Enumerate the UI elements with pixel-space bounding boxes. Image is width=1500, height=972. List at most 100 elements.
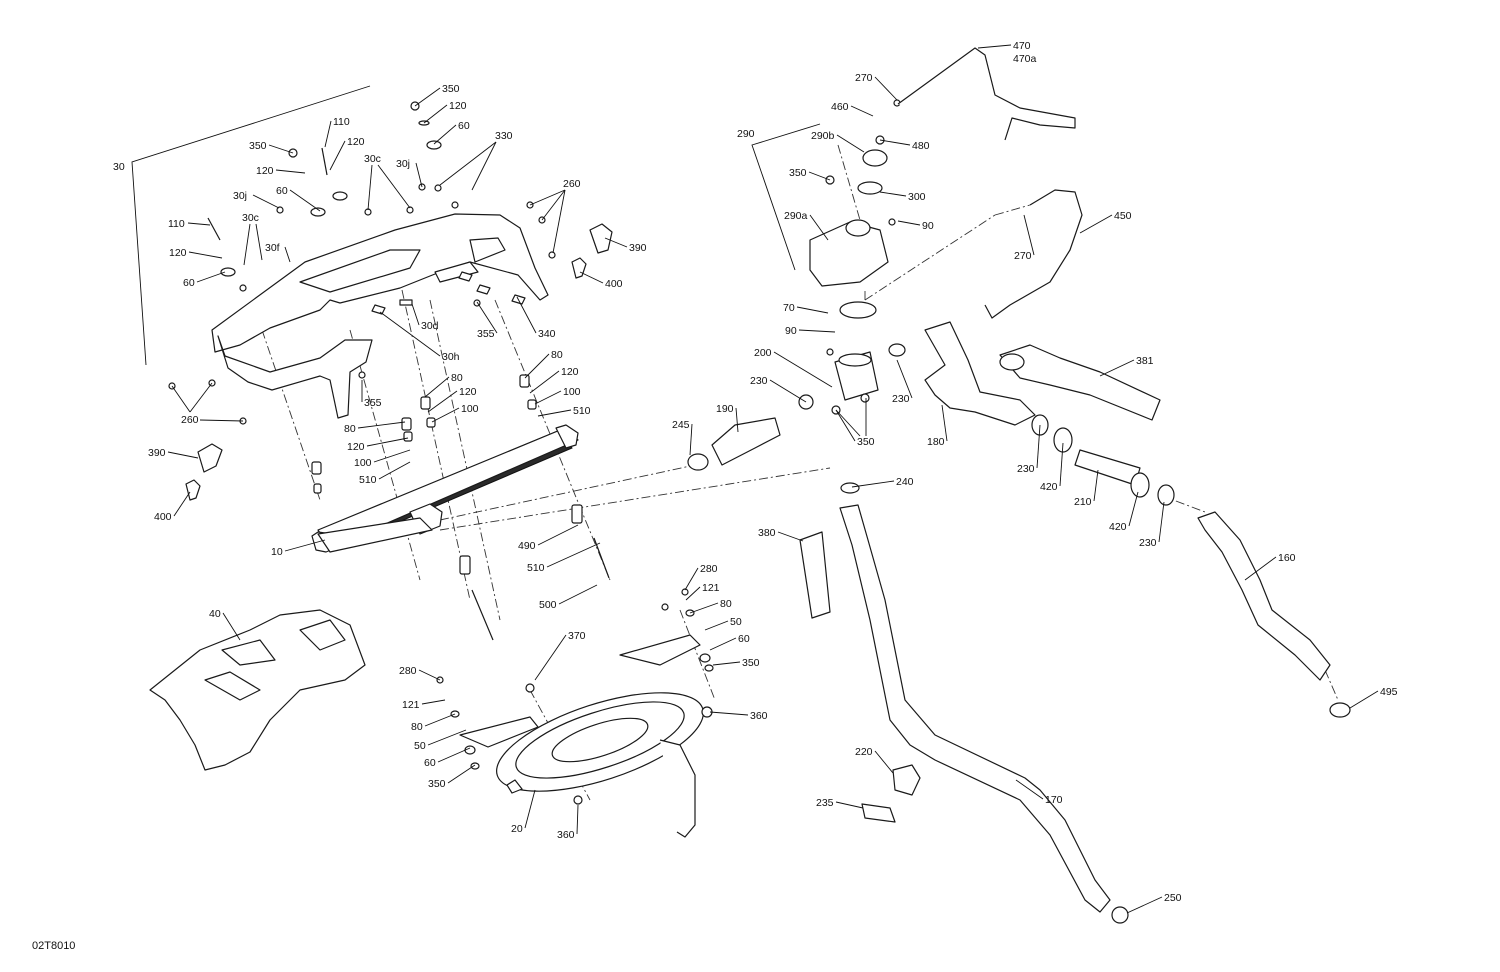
callout-label: 350 [442,83,460,95]
callout-leader-line [1099,359,1135,377]
callout-label: 100 [461,403,479,415]
callout-label: 390 [148,447,166,459]
callout-leader-line [879,191,907,197]
callout-leader-line [433,124,457,145]
callout-label: 470a [1013,53,1037,65]
callout-leader-line [579,271,604,284]
callout-leader-line [850,105,874,117]
callout-label: 360 [750,710,768,722]
callout-label: 510 [573,405,591,417]
callout-label: 500 [539,599,557,611]
callout-label: 80 [551,349,563,361]
callout-leader-line [447,764,476,784]
callout-label: 60 [183,277,195,289]
callout-label: 510 [527,562,545,574]
bushings [311,374,610,641]
callout-label: 110 [333,116,350,128]
callout-leader-line [1079,214,1113,234]
callout-leader-line [524,789,536,829]
callout-leader-line [415,162,423,188]
pipe-170 [839,482,1129,924]
callout-label: 30h [442,351,460,363]
callout-label: 355 [364,397,382,409]
callout-leader-line [424,713,456,727]
callout-label: 381 [1136,355,1154,367]
callout-leader-line [977,44,1012,49]
callout-label: 350 [249,140,267,152]
callout-leader-line [222,612,241,641]
callout-label: 280 [700,563,718,575]
shroud-part-40 [149,609,366,771]
callout-label: 40 [209,608,221,620]
callout-label: 80 [720,598,732,610]
callout-label: 120 [459,386,477,398]
breather-hose-470 [897,47,1076,141]
callout-leader-line [685,586,701,601]
callout-label: 30c [364,153,381,165]
callout-label: 340 [538,328,556,340]
coolant-reservoir-290 [809,99,901,287]
callout-label: 510 [359,474,377,486]
callout-leader-line [357,421,406,429]
callout-leader-line [537,409,572,417]
callout-leader-line [252,194,280,209]
callout-label: 260 [563,178,581,190]
callout-leader-line [1128,491,1139,527]
callout-label: 170 [1045,794,1063,806]
callout-leader-line [808,171,831,181]
hose-381 [999,344,1161,421]
thermostat-housing-200 [826,301,879,415]
hose-380 [799,531,831,619]
callout-label: 50 [414,740,426,752]
callout-leader-line [709,711,749,716]
callout-leader-line [1093,469,1099,502]
group-brackets [131,85,821,366]
callout-leader-line [735,407,739,433]
callout-label: 470 [1013,40,1031,52]
callout-label: 390 [629,242,647,254]
callout-leader-line [379,311,441,357]
callout-leader-line [329,140,346,171]
callout-leader-line [796,306,829,314]
callout-leader-line [366,437,409,447]
callout-leader-line [173,491,191,517]
callout-leader-line [424,376,450,398]
callout-label: 280 [399,665,417,677]
callout-label: 30j [233,190,247,202]
callout-label: 80 [411,721,423,733]
callout-leader-line [684,567,699,591]
callout-leader-line [712,661,741,666]
callout-leader-line [835,801,864,809]
callout-leader-line [1244,556,1277,581]
callout-label: 30f [265,242,280,254]
callout-leader-line [874,750,894,774]
callout-label: 90 [785,325,797,337]
callout-label: 30d [421,320,439,332]
radiator-part-10 [311,424,579,553]
callout-leader-line [558,584,598,605]
callout-label: 290a [784,210,808,222]
callout-label: 30j [396,158,410,170]
callout-label: 10 [271,546,283,558]
clips-390-400 [185,223,613,501]
callout-label: 220 [855,746,873,758]
callout-leader-line [896,359,913,399]
callout-leader-line [167,451,199,459]
callout-label: 120 [347,441,365,453]
callout-label: 420 [1109,521,1127,533]
callout-label: 350 [742,657,760,669]
callout-label: 235 [816,797,834,809]
callout-leader-line [798,329,836,333]
callout-label: 121 [402,699,420,711]
callout-leader-line [324,120,332,148]
callout-label: 70 [783,302,795,314]
callout-leader-line [414,87,441,107]
callout-label: 50 [730,616,742,628]
callout-leader-line [689,423,693,456]
callout-leader-line [268,144,294,154]
callout-label: 120 [561,366,579,378]
callout-label: 400 [154,511,172,523]
callout-leader-line [851,480,895,488]
callout-leader-line [769,379,807,403]
callout-leader-line [196,271,226,283]
